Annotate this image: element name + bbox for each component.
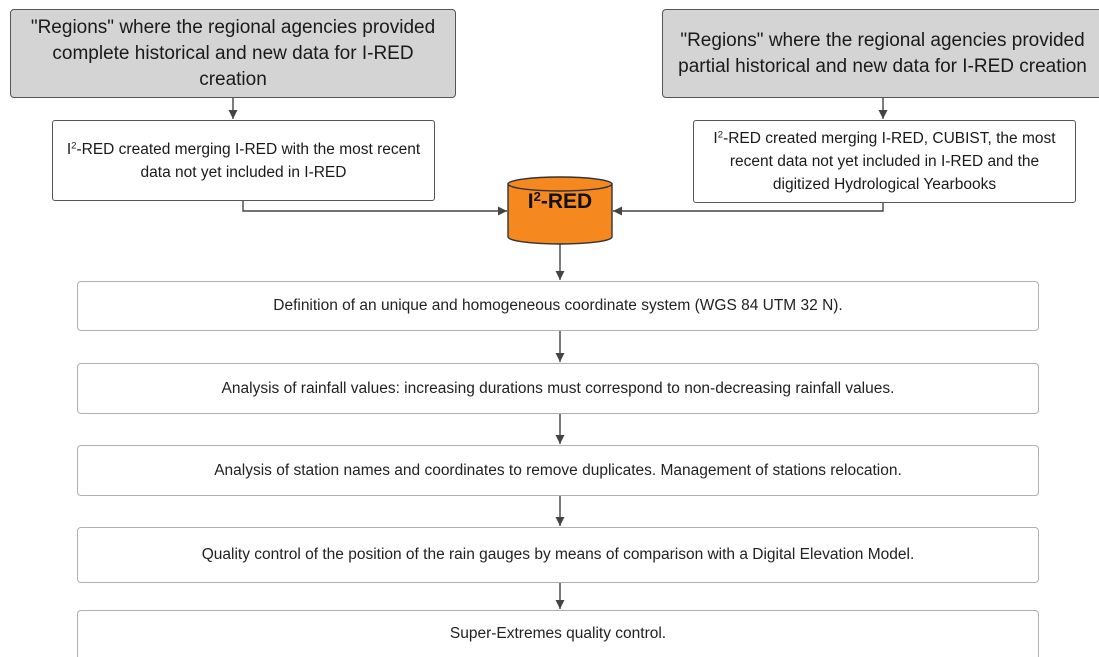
header-left-text: "Regions" where the regional agencies pr…: [30, 16, 436, 90]
step-box-super-extremes: Super-Extremes quality control.: [77, 610, 1039, 657]
step-box-rainfall-values: Analysis of rainfall values: increasing …: [77, 363, 1039, 414]
step-box-rain-gauge-position: Quality control of the position of the r…: [77, 527, 1039, 583]
step-4-text: Quality control of the position of the r…: [201, 546, 915, 563]
arrow-merge-left-to-db: [242, 201, 507, 216]
step-box-coordinate-system: Definition of an unique and homogeneous …: [77, 281, 1039, 331]
step-3-text: Analysis of station names and coordinate…: [214, 461, 902, 479]
merge-left-text: I2-RED created merging I-RED with the mo…: [66, 140, 421, 181]
merge-box-right: I2-RED created merging I-RED, CUBIST, th…: [693, 120, 1076, 203]
step-box-station-duplicates: Analysis of station names and coordinate…: [77, 445, 1039, 496]
database-label: I2-RED: [527, 188, 593, 213]
header-box-left: "Regions" where the regional agencies pr…: [10, 9, 456, 98]
step-1-text: Definition of an unique and homogeneous …: [273, 297, 843, 314]
merge-right-text: I2-RED created merging I-RED, CUBIST, th…: [713, 129, 1056, 193]
header-box-right: "Regions" where the regional agencies pr…: [662, 9, 1099, 98]
merge-box-left: I2-RED created merging I-RED with the mo…: [52, 120, 435, 201]
header-right-text: "Regions" where the regional agencies pr…: [678, 29, 1087, 77]
step-5-text: Super-Extremes quality control.: [449, 625, 667, 642]
arrow-merge-right-to-db: [613, 203, 884, 216]
step-2-text: Analysis of rainfall values: increasing …: [221, 379, 895, 397]
